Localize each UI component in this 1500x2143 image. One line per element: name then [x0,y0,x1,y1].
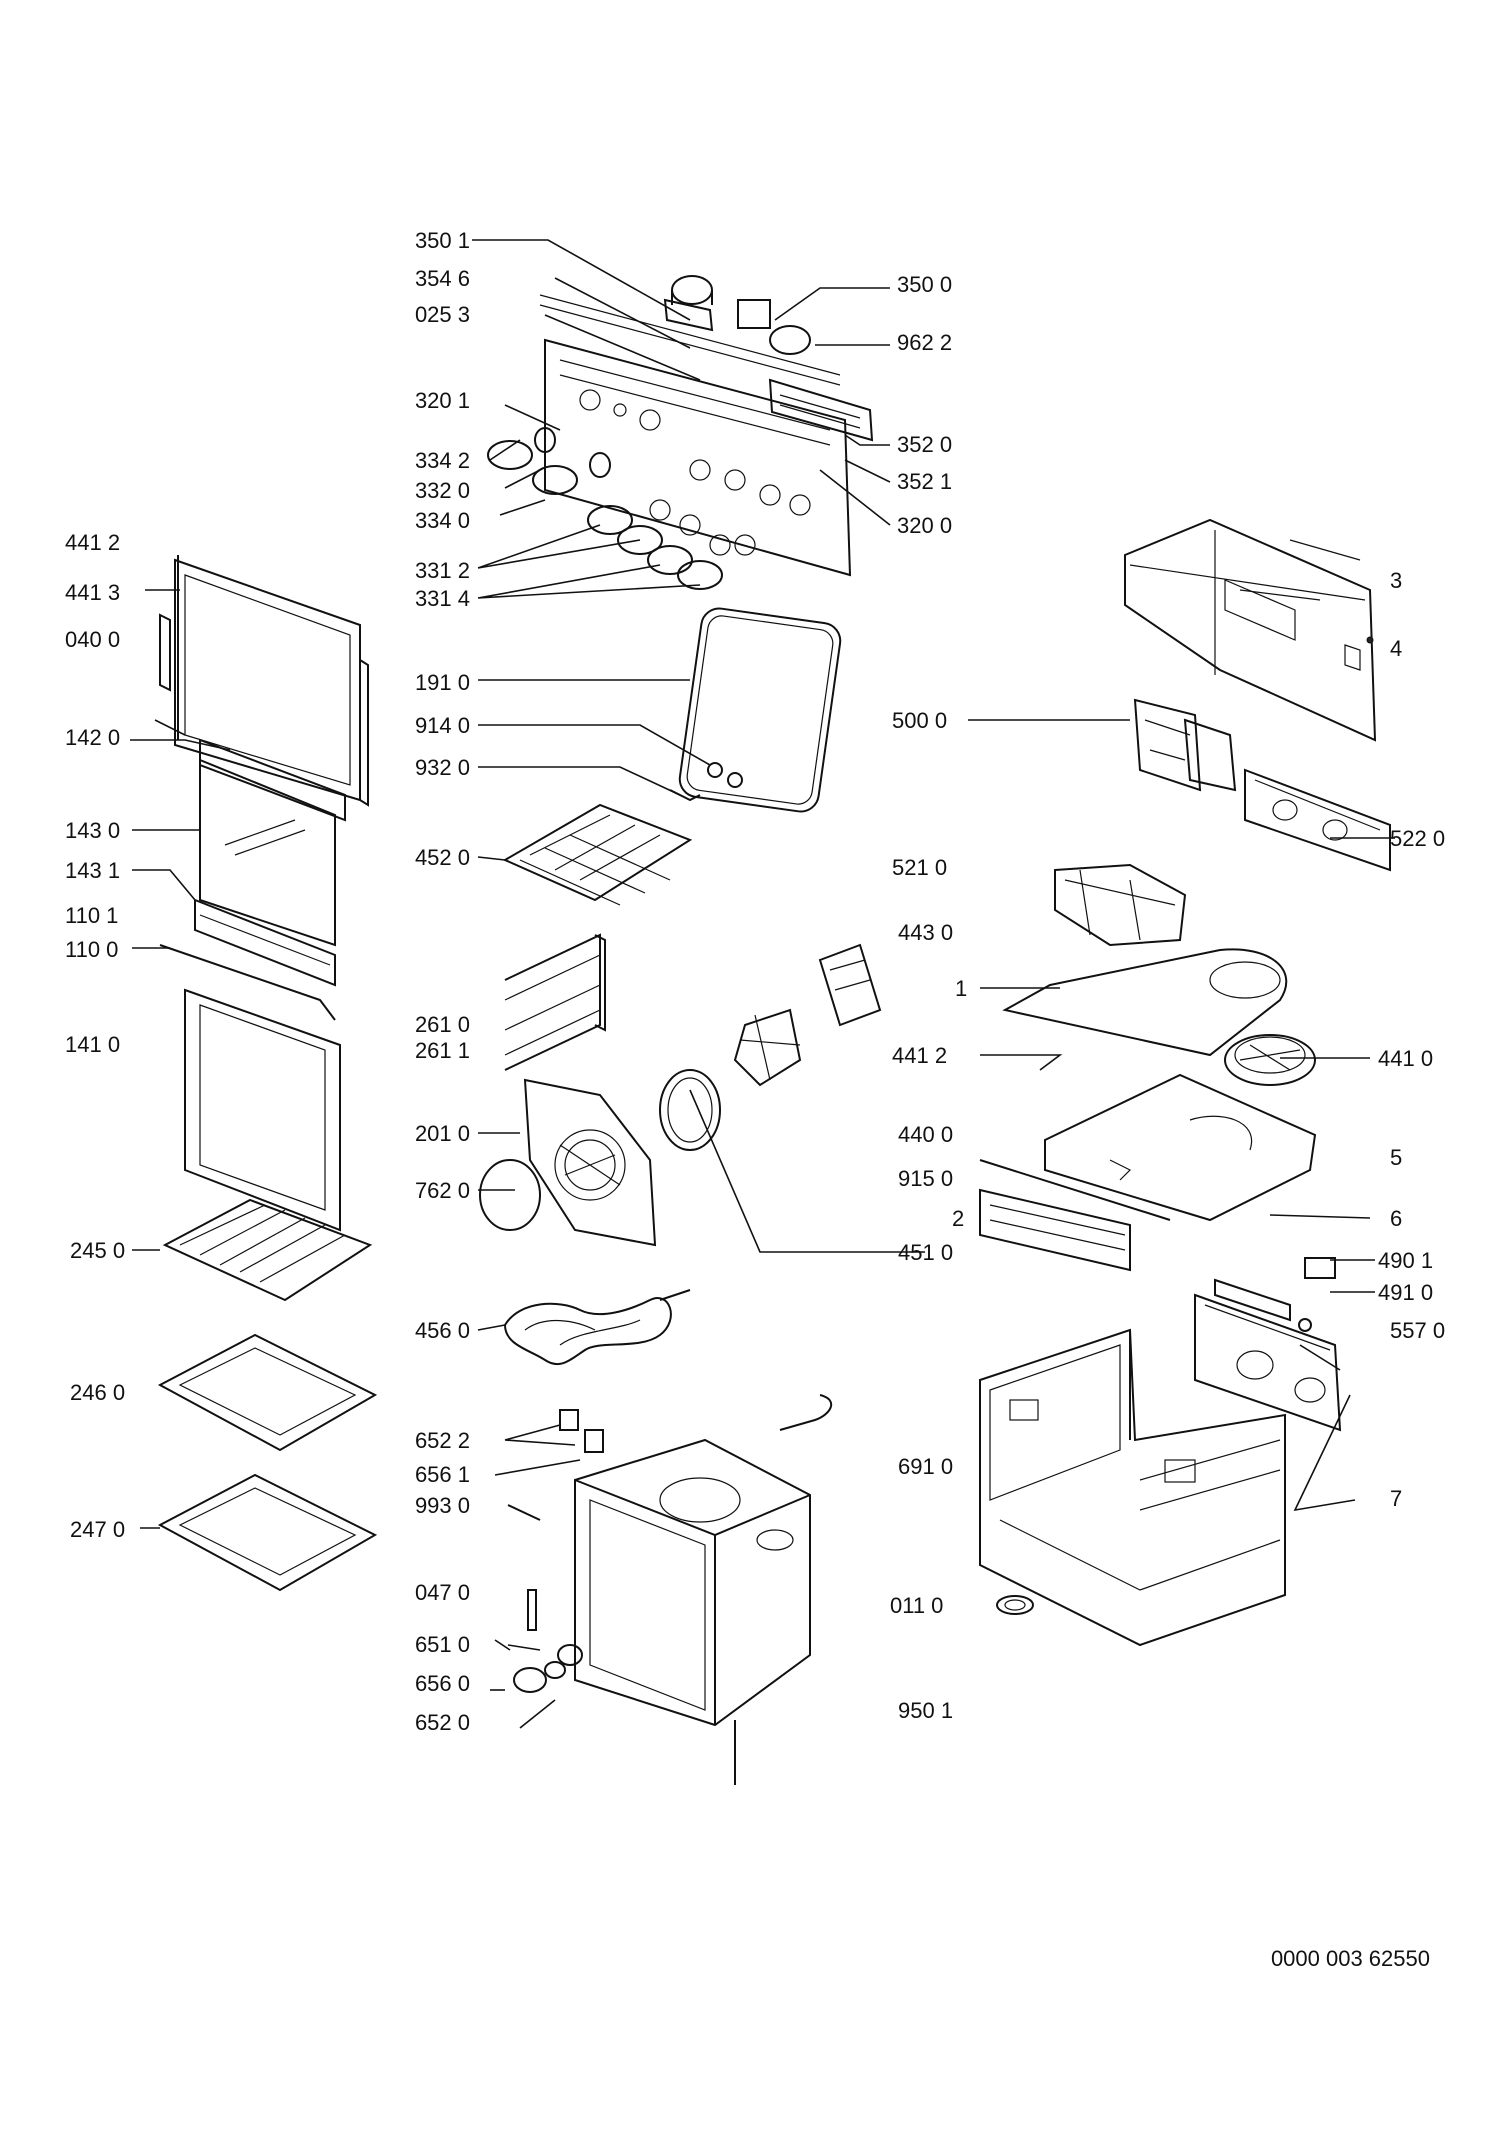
label-762-0: 762 0 [415,1178,470,1203]
label-7: 7 [1390,1486,1402,1511]
oven-door [159,555,369,1232]
label-491-0: 491 0 [1378,1280,1433,1305]
label-011-0: 011 0 [890,1593,943,1618]
hinge-parts [669,762,743,802]
foot [996,1595,1034,1615]
label-443-0: 443 0 [898,920,953,945]
label-490-1: 490 1 [1378,1248,1433,1273]
cooling-fan [1224,1034,1316,1086]
grill-element [503,1289,691,1366]
label-246-0: 246 0 [70,1380,125,1405]
label-950-1: 950 1 [898,1698,953,1723]
label-441-3: 441 3 [65,580,120,605]
label-025-3: 025 3 [415,302,470,327]
control-panel-assembly [539,275,874,577]
label-143-1: 143 1 [65,858,120,883]
label-2: 2 [952,1206,964,1231]
label-993-0: 993 0 [415,1493,470,1518]
label-441-2-left: 441 2 [65,530,120,555]
cooling-duct-cover [1002,948,1288,1057]
label-141-0: 141 0 [65,1032,120,1057]
fan-cover [479,1078,657,1247]
switch-module [1244,768,1391,872]
label-320-0: 320 0 [897,513,952,538]
knobs [487,427,756,590]
fan-motor [659,943,882,1151]
label-334-2: 334 2 [415,448,470,473]
label-522-0: 522 0 [1390,826,1445,851]
label-962-2: 962 2 [897,330,952,355]
label-452-0: 452 0 [415,845,470,870]
screw-dot [1366,636,1374,644]
lamp-parts [507,1409,604,1693]
label-691-0: 691 0 [898,1454,953,1479]
label-245-0: 245 0 [70,1238,125,1263]
label-441-2-right: 441 2 [892,1043,947,1068]
label-652-2: 652 2 [415,1428,470,1453]
label-201-0: 201 0 [415,1121,470,1146]
label-500-0: 500 0 [892,708,947,733]
label-557-0: 557 0 [1390,1318,1445,1343]
label-3: 3 [1390,568,1402,593]
label-352-0: 352 0 [897,432,952,457]
label-521-0: 521 0 [892,855,947,880]
top-cover-frame [1124,518,1377,742]
terminal-holder [1054,863,1187,947]
label-440-0: 440 0 [898,1122,953,1147]
label-332-0: 332 0 [415,478,470,503]
label-914-0: 914 0 [415,713,470,738]
label-656-0: 656 0 [415,1671,470,1696]
label-915-0: 915 0 [898,1166,953,1191]
label-110-1: 110 1 [65,903,118,928]
label-261-1: 261 1 [415,1038,470,1063]
oven-cavity [574,1394,833,1785]
label-451-0: 451 0 [898,1240,953,1265]
part-labels: 350 1 354 6 025 3 320 1 334 2 332 0 334 … [65,228,1445,1971]
outer-cabinet [979,1328,1286,1647]
top-panel [1044,1073,1317,1222]
label-191-0: 191 0 [415,670,470,695]
drawing-reference-number: 0000 003 62550 [1271,1946,1430,1971]
connectors [1214,1257,1336,1332]
leader-lines [130,239,1395,1729]
label-656-1: 656 1 [415,1462,470,1487]
label-110-0: 110 0 [65,937,118,962]
label-1: 1 [955,976,967,1001]
label-040-0: 040 0 [65,627,120,652]
label-143-0: 143 0 [65,818,120,843]
label-4: 4 [1390,636,1402,661]
label-652-0: 652 0 [415,1710,470,1735]
label-352-1: 352 1 [897,469,952,494]
wire-shelf [162,1198,373,1302]
label-331-4: 331 4 [415,586,470,611]
baking-tray-deep [157,1333,378,1452]
rear-panel [1194,1293,1342,1432]
timer-module [1133,698,1237,792]
shelf-guide [502,803,693,906]
label-320-1: 320 1 [415,388,470,413]
label-331-2: 331 2 [415,558,470,583]
label-354-6: 354 6 [415,266,470,291]
label-6: 6 [1390,1206,1402,1231]
label-456-0: 456 0 [415,1318,470,1343]
door-gasket [678,607,842,813]
label-142-0: 142 0 [65,725,120,750]
label-932-0: 932 0 [415,755,470,780]
label-247-0: 247 0 [70,1517,125,1542]
label-651-0: 651 0 [415,1632,470,1657]
label-350-0: 350 0 [897,272,952,297]
label-261-0: 261 0 [415,1012,470,1037]
label-350-1: 350 1 [415,228,470,253]
label-334-0: 334 0 [415,508,470,533]
label-441-0: 441 0 [1378,1046,1433,1071]
front-trim [979,1159,1171,1272]
label-5: 5 [1390,1145,1402,1170]
side-rails [504,933,606,1071]
label-047-0: 047 0 [415,1580,470,1605]
baking-tray-flat [157,1473,378,1592]
